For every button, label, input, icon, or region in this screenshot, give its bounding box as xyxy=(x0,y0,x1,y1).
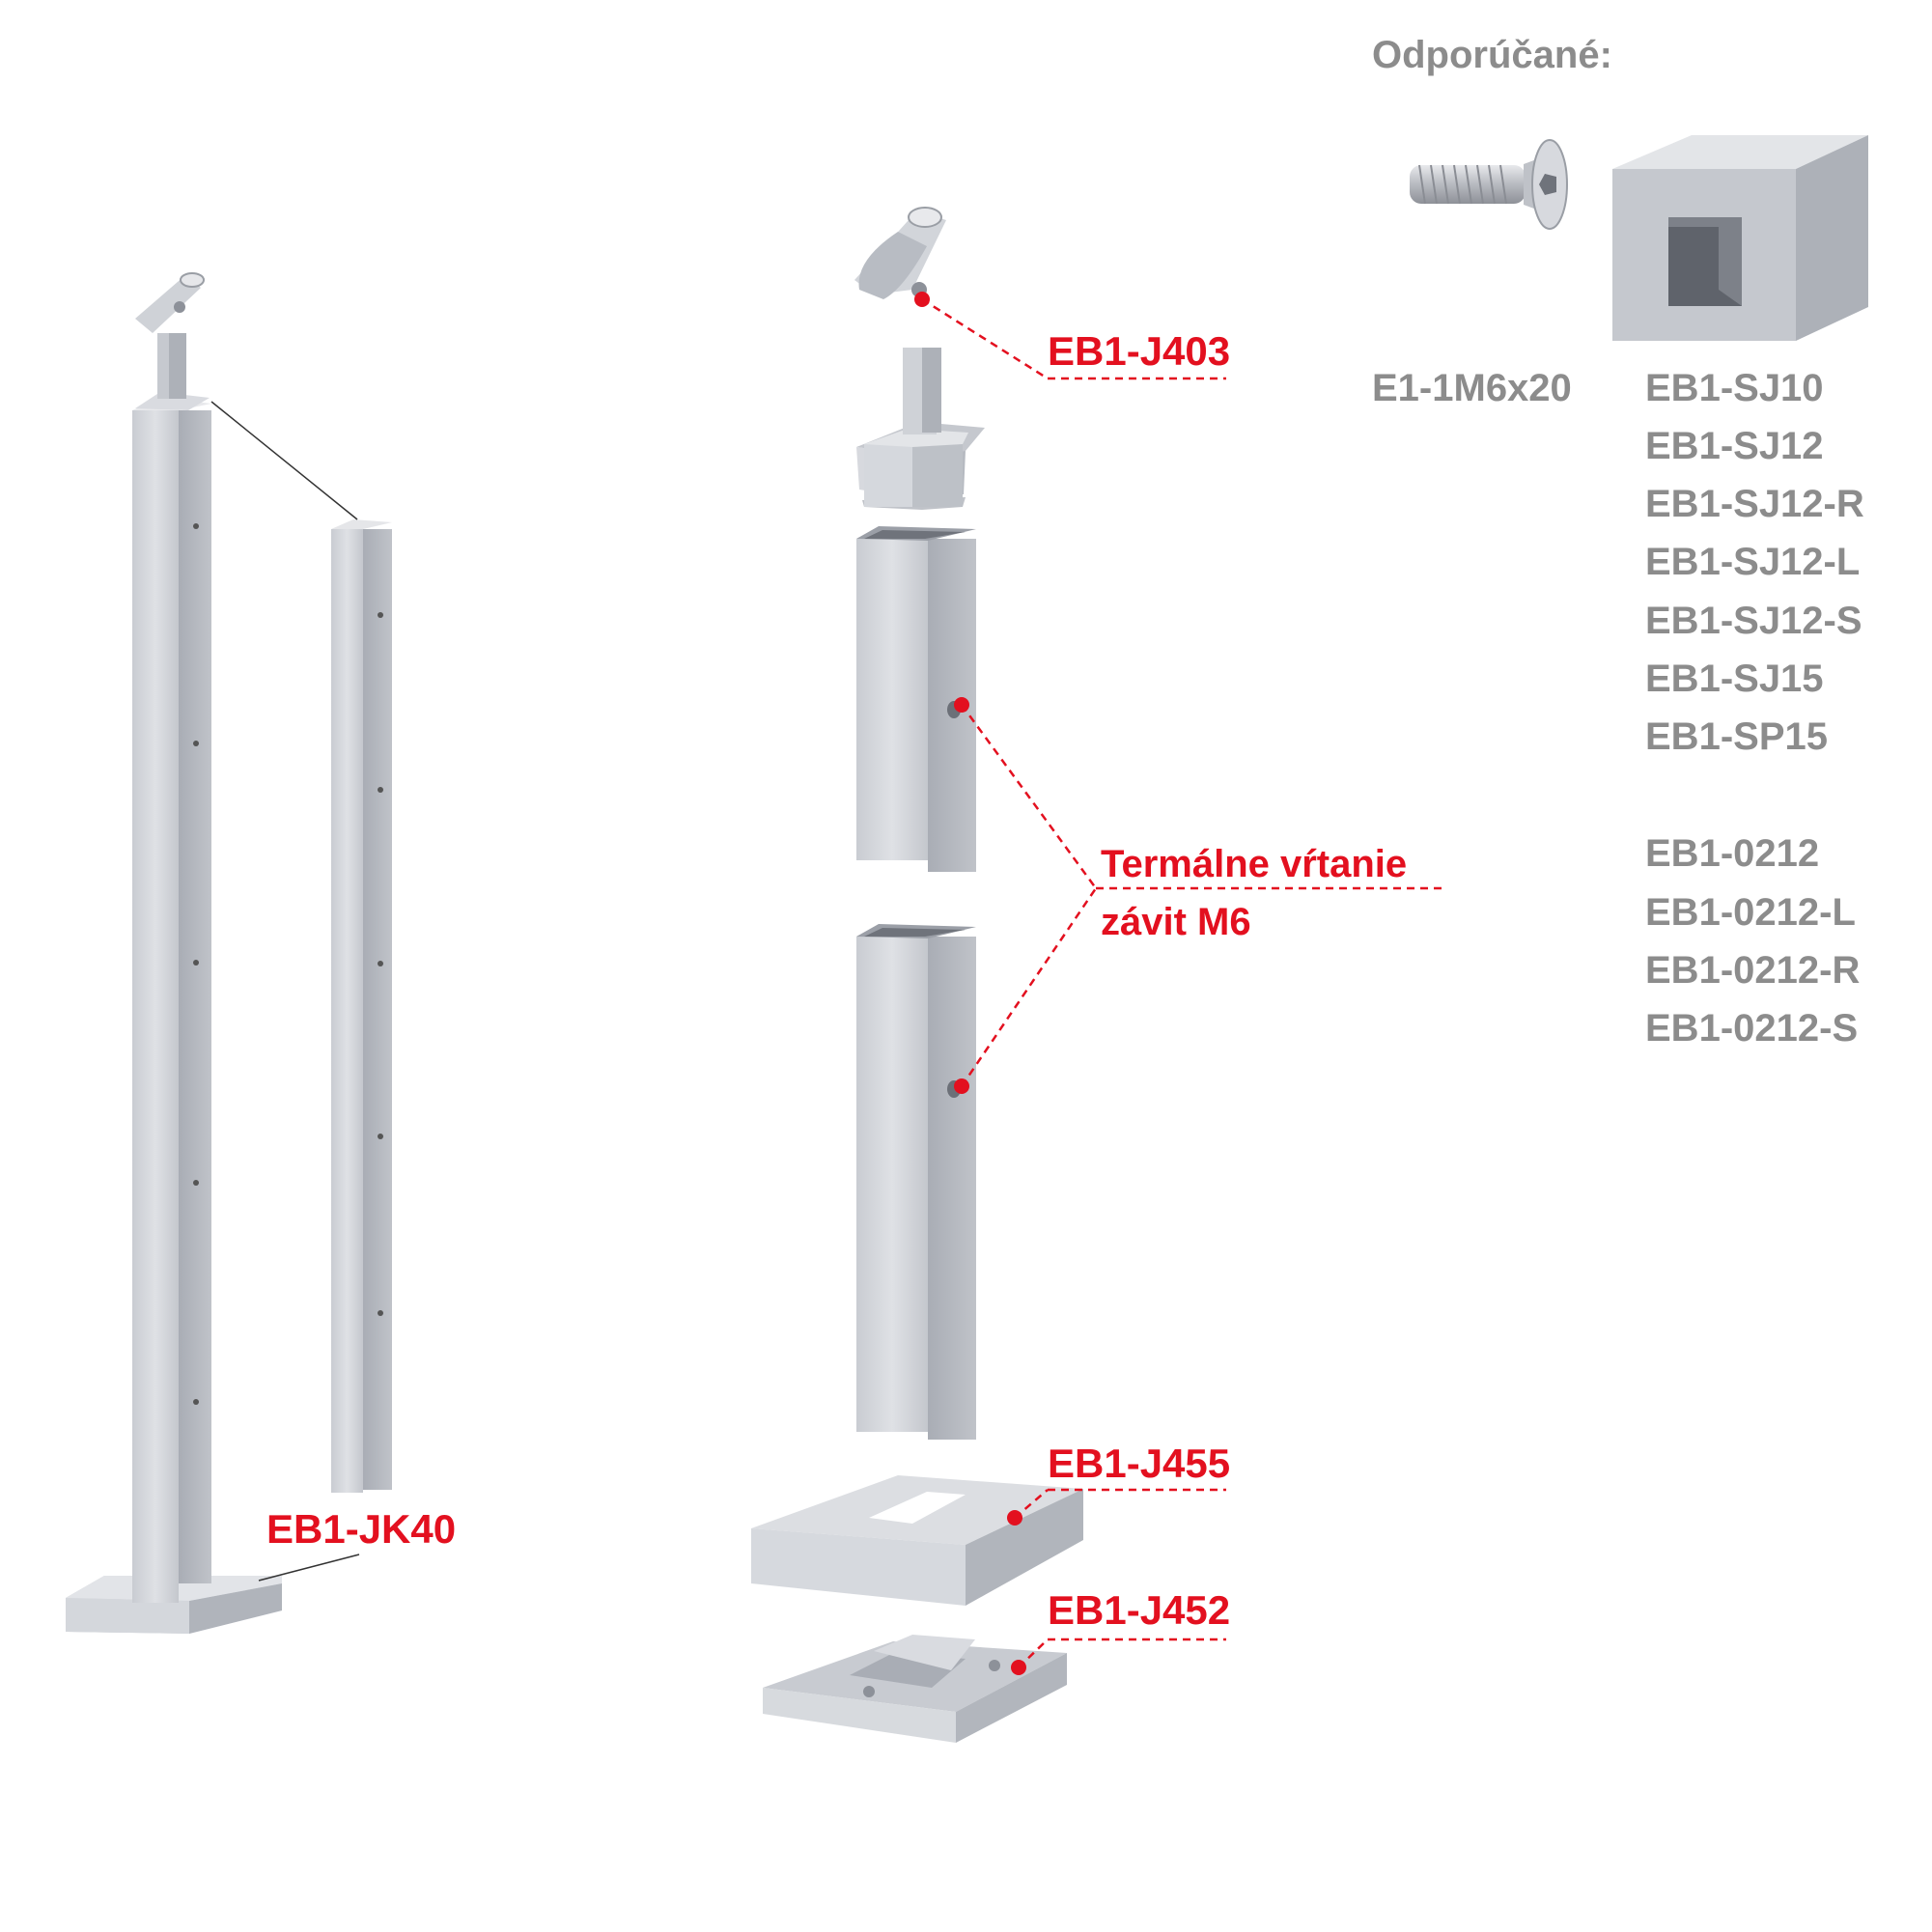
code-sp15: EB1-SP15 xyxy=(1645,715,1828,758)
drilling-label-line2: závit M6 xyxy=(1101,901,1251,943)
code-sj15: EB1-SJ15 xyxy=(1645,658,1824,700)
code-sj12-r: EB1-SJ12-R xyxy=(1645,483,1864,525)
handrail-holder-icon xyxy=(854,207,985,510)
callout-drilling: Termálne vŕtanie závit M6 xyxy=(954,697,1443,1094)
code-0212-l: EB1-0212-L xyxy=(1645,891,1856,934)
post-icon xyxy=(132,398,211,1603)
post-handrail-holder xyxy=(135,272,210,410)
assembled-post xyxy=(66,272,282,1634)
separate-tube xyxy=(331,519,392,1493)
callout-cover: EB1-J455 xyxy=(1007,1441,1230,1526)
recommended-heading: Odporúčané: xyxy=(1372,34,1612,76)
upper-tube-segment xyxy=(856,526,976,872)
screw-code: E1-1M6x20 xyxy=(1372,367,1572,409)
code-0212: EB1-0212 xyxy=(1645,832,1819,875)
leader-line xyxy=(210,401,358,520)
holder-code-label: EB1-J403 xyxy=(1048,328,1230,374)
callout-base: EB1-J452 xyxy=(1011,1587,1230,1675)
code-sj12-l: EB1-SJ12-L xyxy=(1645,541,1860,583)
code-sj12-s: EB1-SJ12-S xyxy=(1645,600,1862,642)
square-connector-icon xyxy=(1612,135,1868,341)
post-code-label: EB1-JK40 xyxy=(266,1506,456,1552)
callout-post: EB1-JK40 xyxy=(258,1506,456,1582)
callout-holder: EB1-J403 xyxy=(914,292,1230,380)
base-plate-icon xyxy=(763,1635,1067,1743)
drilling-label-line1: Termálne vŕtanie xyxy=(1101,843,1407,885)
cover-plate-icon xyxy=(751,1475,1083,1606)
code-sj12: EB1-SJ12 xyxy=(1645,425,1824,467)
lower-tube-segment xyxy=(856,924,976,1440)
code-sj10: EB1-SJ10 xyxy=(1645,367,1824,409)
cover-code-label: EB1-J455 xyxy=(1048,1441,1230,1486)
base-code-label: EB1-J452 xyxy=(1048,1587,1230,1633)
code-0212-s: EB1-0212-S xyxy=(1645,1007,1858,1050)
code-0212-r: EB1-0212-R xyxy=(1645,949,1860,992)
screw-icon xyxy=(1410,139,1568,230)
